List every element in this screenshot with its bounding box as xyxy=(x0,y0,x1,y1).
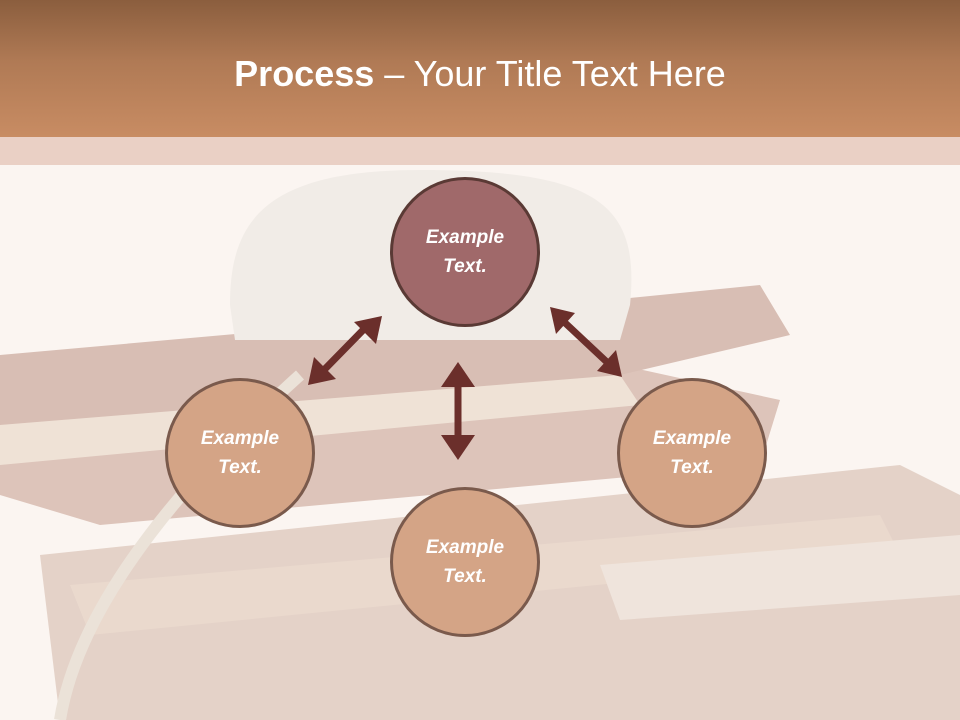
title-bold: Process xyxy=(234,53,375,94)
node-right-line2: Text. xyxy=(670,457,714,478)
node-left-line1: Example xyxy=(200,428,280,449)
slide-title: Process – Your Title Text Here xyxy=(0,52,960,96)
node-top-line2: Text. xyxy=(443,256,487,277)
process-node-top: Example Text. xyxy=(390,177,540,327)
process-node-right: Example Text. xyxy=(617,378,767,528)
header-accent-band xyxy=(0,137,960,165)
title-rest: – Your Title Text Here xyxy=(374,53,726,94)
node-right-line1: Example xyxy=(652,428,732,449)
title-header-bar xyxy=(0,0,960,137)
process-node-bottom: Example Text. xyxy=(390,487,540,637)
node-top-line1: Example xyxy=(425,227,505,248)
node-bottom-line2: Text. xyxy=(443,566,487,587)
node-bottom-line1: Example xyxy=(425,537,505,558)
node-left-line2: Text. xyxy=(218,457,262,478)
process-node-left: Example Text. xyxy=(165,378,315,528)
